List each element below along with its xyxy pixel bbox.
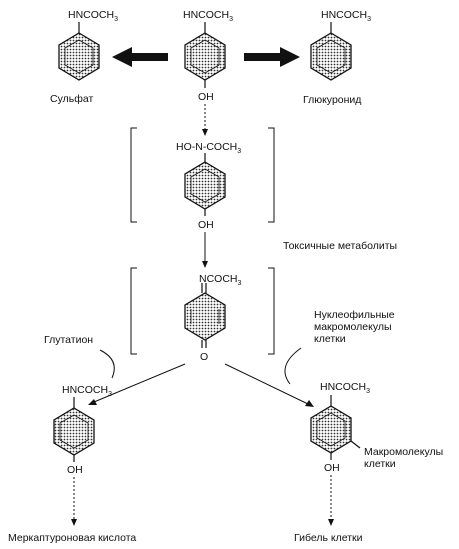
cell-death-label: Гибель клетки (294, 532, 363, 544)
svg-text:OH: OH (324, 462, 340, 474)
paracetamol-molecule: HNCOCH3 OH (183, 9, 233, 103)
napqi-molecule: NCOCH3 O (184, 273, 242, 363)
svg-text:HNCOCH3: HNCOCH3 (183, 9, 233, 23)
glucuronide-molecule: HNCOCH3 (310, 9, 371, 81)
svg-text:HNCOCH3: HNCOCH3 (321, 9, 371, 23)
bracket-left-1 (130, 127, 137, 223)
svg-text:HNCOCH3: HNCOCH3 (320, 381, 370, 395)
glutathione-conjugate-molecule: HNCOCH3 OH (53, 384, 112, 476)
macromolecules-label-2: клетки (364, 458, 396, 470)
svg-text:O: O (200, 351, 208, 363)
bracket-left-2 (130, 267, 137, 355)
sulfate-label: Сульфат (50, 93, 93, 105)
svg-text:HNCOCH3: HNCOCH3 (68, 9, 118, 23)
glucuronide-label: Глюкуронид (303, 94, 361, 106)
macromolecules-label-1: Макромолекулы (364, 446, 443, 458)
svg-text:OH: OH (67, 464, 83, 476)
sulfate-molecule: HNCOCH3 (58, 9, 118, 81)
bracket-right-1 (268, 127, 275, 223)
arrow-to-sulfate (112, 47, 168, 67)
nucleophilic-label-3: клетки (314, 333, 346, 345)
n-hydroxy-molecule: HO-N-COCH3 OH (176, 141, 241, 231)
nucleophilic-label-1: Нуклеофильные (314, 309, 395, 321)
mercapturic-acid-label: Меркаптуроновая кислота (8, 532, 136, 544)
svg-text:HNCOCH3: HNCOCH3 (62, 384, 112, 398)
svg-text:HO-N-COCH3: HO-N-COCH3 (176, 141, 241, 155)
toxic-metabolites-label: Токсичные метаболиты (283, 240, 397, 252)
nucleophilic-label-2: макромолекулы (314, 321, 392, 333)
svg-text:NCOCH3: NCOCH3 (199, 273, 242, 287)
arrow-to-glucuronide (244, 47, 300, 67)
svg-text:OH: OH (198, 219, 214, 231)
macromolecule-adduct-molecule: HNCOCH3 OH (310, 381, 370, 474)
glutathione-label: Глутатион (44, 334, 93, 346)
bracket-right-2 (268, 267, 275, 355)
svg-text:OH: OH (198, 91, 214, 103)
